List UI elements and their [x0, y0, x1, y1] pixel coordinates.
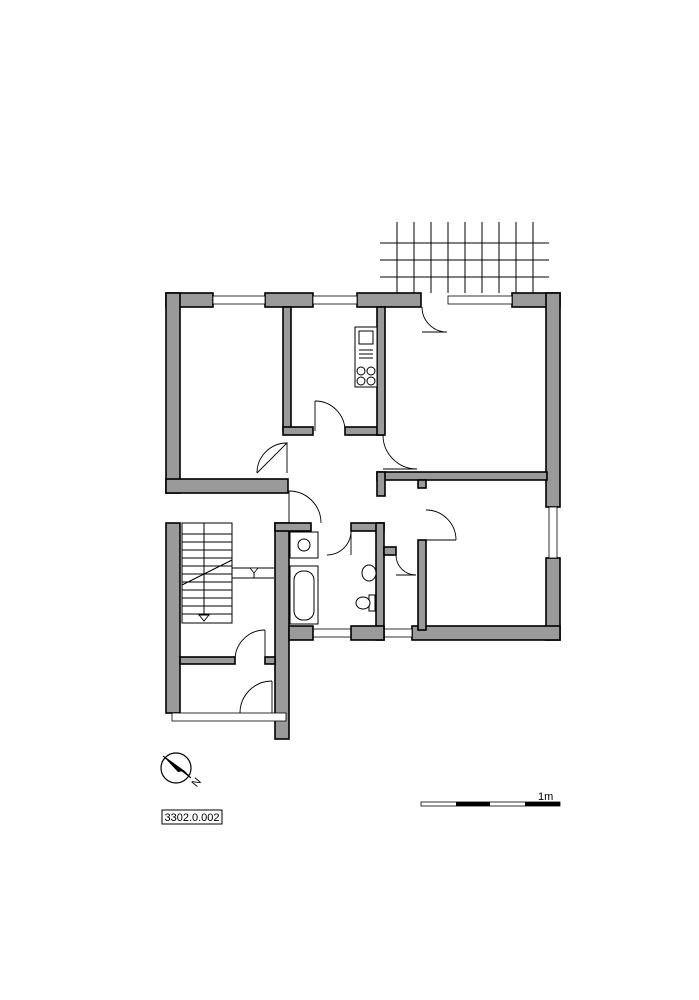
north-label: N [190, 776, 204, 790]
scale-label: 1m [538, 791, 553, 803]
scale-bar [420, 801, 561, 807]
kitchen-counter [354, 326, 378, 388]
doors [234, 306, 457, 714]
plan-id-label: 3302.0.002 [164, 812, 219, 824]
terrace-grid [380, 222, 549, 293]
staircase [181, 522, 274, 624]
windows [171, 295, 558, 722]
bathroom-fixtures [289, 531, 377, 625]
interior-walls [179, 306, 548, 665]
plan-id-box [161, 809, 223, 825]
north-arrow-icon [160, 752, 192, 784]
